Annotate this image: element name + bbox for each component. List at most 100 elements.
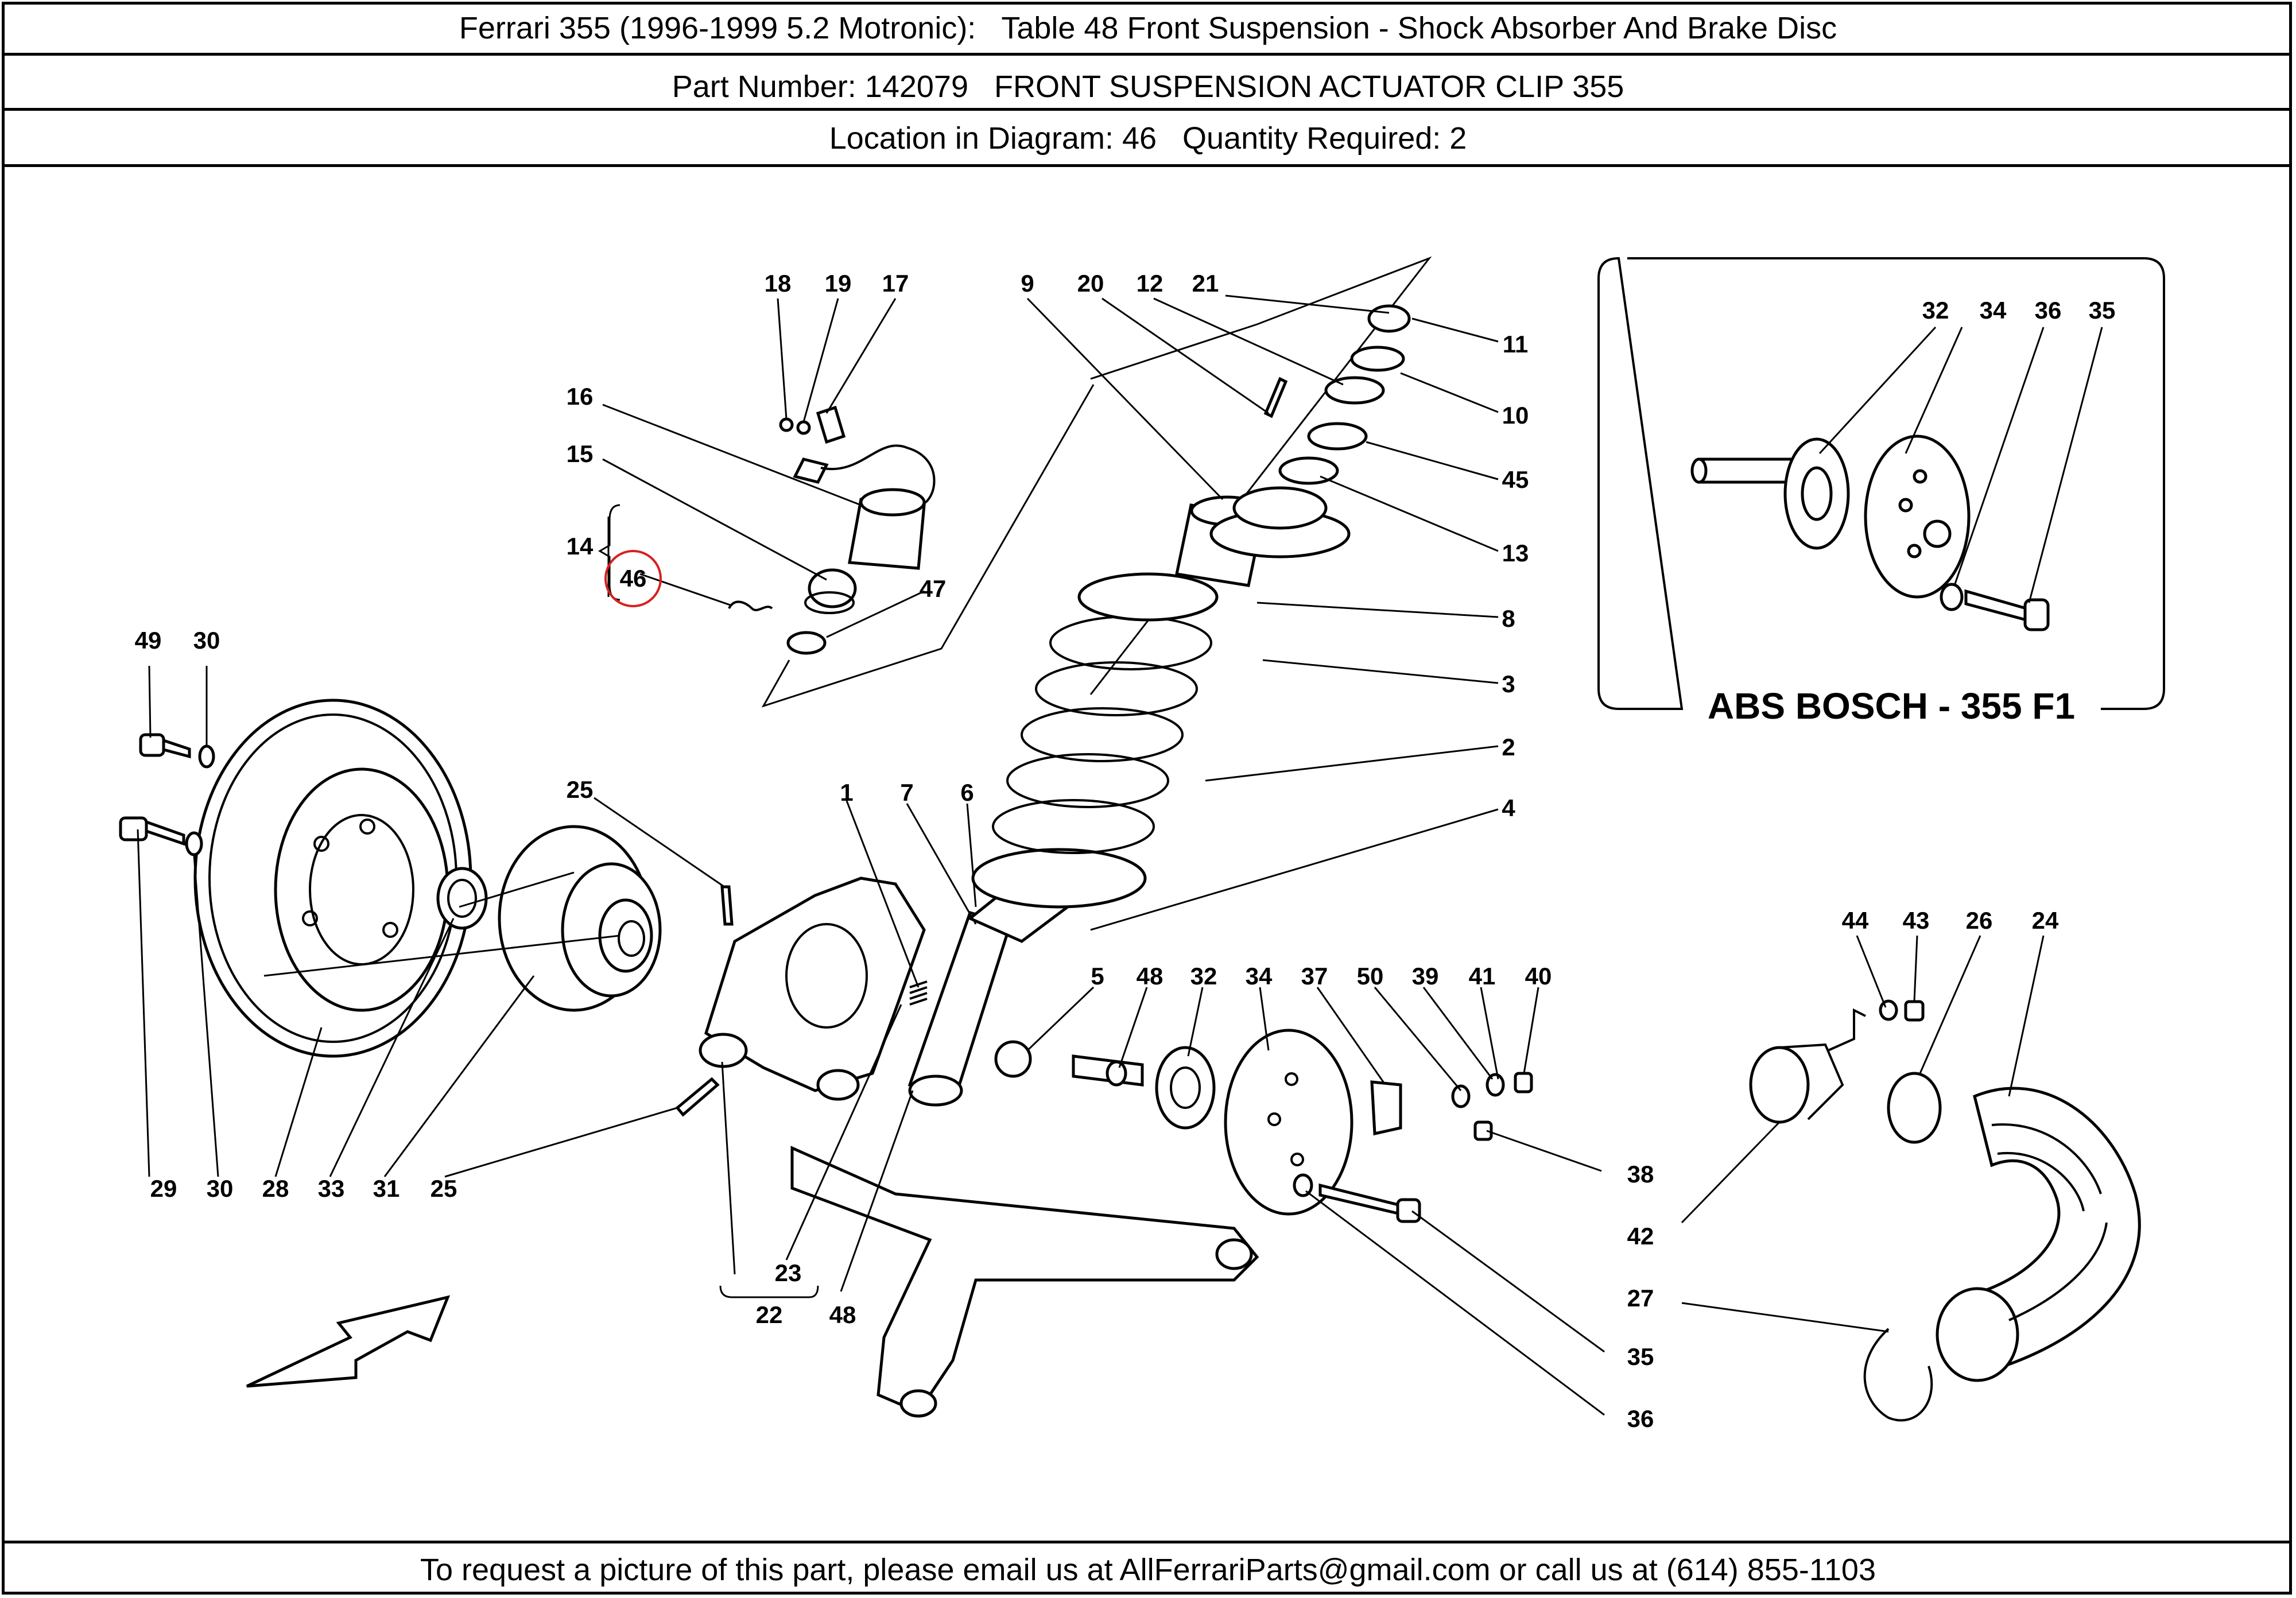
direction-arrow	[246, 1295, 451, 1388]
callout-label: 5	[1091, 963, 1104, 990]
callout-label: 25	[567, 776, 594, 803]
nut-18	[779, 417, 794, 432]
abs-washer	[1940, 583, 1964, 611]
nut-40	[1514, 1072, 1533, 1093]
callout-label: 2	[1502, 734, 1515, 761]
callout-label: 1	[840, 779, 853, 806]
callout-label: 36	[2035, 297, 2062, 324]
callout-label: 13	[1502, 540, 1529, 567]
callout-label: 30	[207, 1175, 234, 1202]
callout-label: 11	[1503, 331, 1528, 358]
callout-label: 41	[1469, 963, 1496, 990]
hose-clamp-26	[1887, 1072, 1942, 1144]
shock-absorber	[907, 894, 1072, 1107]
page-title: Ferrari 355 (1996-1999 5.2 Motronic): Ta…	[459, 11, 1837, 45]
footer-contact: To request a picture of this part, pleas…	[420, 1553, 1876, 1587]
spring-small	[909, 980, 928, 1006]
callout-label: 45	[1502, 466, 1529, 493]
callout-label: 8	[1502, 605, 1515, 632]
callout-label: 40	[1525, 963, 1552, 990]
callout-label: 34	[1246, 963, 1273, 990]
bush-5	[994, 1040, 1032, 1078]
callout-label: 3	[1502, 670, 1515, 697]
callout-label: 33	[318, 1175, 345, 1202]
wheel-hub	[498, 825, 662, 1012]
coil-spring	[971, 572, 1219, 909]
washer-41	[1486, 1073, 1505, 1097]
abs-bolt	[1964, 589, 2028, 622]
washer-19	[796, 420, 811, 435]
lower-wishbone	[790, 1146, 1259, 1418]
callout-label: 23	[775, 1259, 802, 1286]
abs-sensor-plate	[1864, 435, 1971, 599]
stud	[675, 1077, 720, 1117]
disc-bolt-49	[139, 733, 191, 759]
abs-sensor-shaft	[1697, 457, 1798, 484]
abs-inset: ABS BOSCH - 355 F1 32 34 36 35	[1597, 257, 2165, 727]
callout-label: 27	[1627, 1285, 1654, 1312]
washer-30	[198, 744, 215, 769]
callout-label: 22	[756, 1301, 783, 1328]
callout-label: 6	[960, 779, 974, 806]
callout-label: 15	[567, 440, 594, 467]
callout-label: 48	[1137, 963, 1163, 990]
part-number-line: Part Number: 142079 FRONT SUSPENSION ACT…	[672, 69, 1624, 104]
callout-label: 47	[920, 575, 947, 602]
callout-label: 4	[1502, 794, 1515, 821]
callout-label: 18	[765, 270, 792, 297]
callout-label: 42	[1627, 1223, 1654, 1250]
callout-label: 35	[2089, 297, 2116, 324]
nut-43	[1904, 1000, 1925, 1022]
sensor-plate	[1224, 1029, 1353, 1216]
upright	[699, 876, 926, 1101]
callout-label: 26	[1966, 907, 1993, 934]
callout-label: 24	[2032, 907, 2059, 934]
abs-inset-title: ABS BOSCH - 355 F1	[1708, 685, 2075, 727]
brake-disc	[193, 699, 472, 1058]
callout-label: 7	[900, 779, 913, 806]
callout-label: 32	[1190, 963, 1217, 990]
callout-label: 39	[1412, 963, 1439, 990]
callout-label: 48	[829, 1301, 856, 1328]
callout-label: 14	[567, 533, 594, 560]
callout-label-highlighted: 46	[620, 565, 647, 592]
washer-30	[185, 831, 203, 856]
callout-label: 21	[1192, 270, 1219, 297]
hub-seal	[436, 867, 488, 930]
callout-label: 37	[1301, 963, 1328, 990]
hose-clip-27	[1863, 1328, 1933, 1422]
leader-lines	[137, 294, 2045, 1416]
group-outline	[1089, 256, 1432, 695]
wheel-speed-sensor	[793, 405, 936, 570]
cooling-hose	[1936, 1087, 2141, 1382]
callout-label: 34	[1980, 297, 2007, 324]
drive-shaft-gear	[1072, 1046, 1216, 1130]
callout-label: 17	[882, 270, 909, 297]
callout-label: 31	[373, 1175, 400, 1202]
top-mount	[1209, 304, 1411, 558]
callout-label: 32	[1922, 297, 1949, 324]
header-divider	[2, 108, 2292, 111]
callout-label: 16	[567, 383, 594, 410]
callout-label: 30	[193, 627, 220, 654]
duct-collar	[1749, 1043, 1844, 1124]
callout-label: 44	[1842, 907, 1869, 934]
bolt-35	[1318, 1183, 1402, 1216]
callout-label: 19	[825, 270, 852, 297]
stud	[720, 885, 734, 926]
actuator-clip	[728, 600, 773, 611]
callout-label: 9	[1021, 270, 1034, 297]
footer-divider	[2, 1541, 2292, 1543]
callout-label: 12	[1137, 270, 1163, 297]
washer-44	[1879, 999, 1898, 1021]
bracket-37	[1370, 1080, 1402, 1136]
highlight-circle	[604, 550, 662, 607]
location-line: Location in Diagram: 46 Quantity Require…	[829, 121, 1467, 156]
callout-label: 25	[430, 1175, 457, 1202]
sensor-bush	[804, 568, 857, 614]
nut-38	[1473, 1120, 1493, 1141]
callout-label: 36	[1627, 1405, 1654, 1432]
washer-48	[1106, 1060, 1127, 1087]
callout-label: 35	[1627, 1343, 1654, 1370]
